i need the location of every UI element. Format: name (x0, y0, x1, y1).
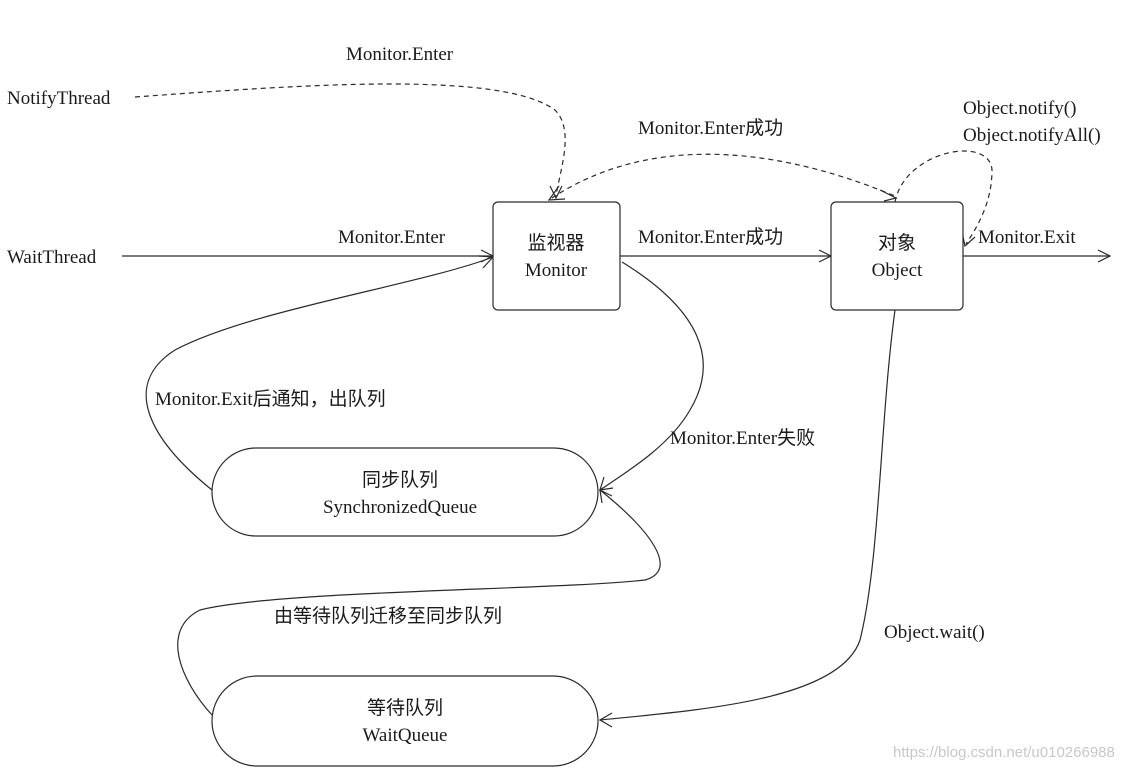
wait-queue-node-subtitle: WaitQueue (363, 725, 448, 746)
wait-thread-label: WaitThread (7, 247, 97, 268)
exit-label: Monitor.Exit (978, 227, 1076, 248)
migrate-label: 由等待队列迁移至同步队列 (274, 605, 502, 627)
sync-queue-node (211, 447, 599, 537)
wait-queue-node (211, 675, 599, 767)
notify-thread-label: NotifyThread (7, 88, 111, 109)
wait-queue-to-sync-queue-edge (177, 489, 661, 716)
monitor-object-dashed-arc (551, 153, 896, 199)
enter-fail-label: Monitor.Enter失败 (670, 427, 815, 449)
wait-to-sync-arrowhead (599, 488, 613, 504)
monitor-node (492, 201, 621, 311)
object-node-title: 对象 (878, 232, 916, 254)
monitor-arc-arrowhead (547, 185, 566, 201)
notify-call-label: Object.notify() (963, 98, 1076, 119)
sync-queue-to-monitor-edge (145, 256, 494, 491)
object-node-subtitle: Object (872, 260, 923, 281)
notify-enter-label: Monitor.Enter (346, 44, 454, 65)
wait-enter-label: Monitor.Enter (338, 227, 446, 248)
object-self-loop-arrowhead (961, 231, 976, 248)
wait-queue-node-title: 等待队列 (367, 697, 443, 719)
object-node (830, 201, 964, 311)
watermark: https://blog.csdn.net/u010266988 (893, 744, 1115, 761)
sync-queue-node-title: 同步队列 (362, 469, 438, 491)
object-to-wait-queue-edge (599, 309, 896, 721)
object-notify-self-loop (894, 150, 993, 245)
object-exit-arrowhead (1097, 249, 1112, 263)
sync-queue-node-subtitle: SynchronizedQueue (323, 497, 477, 518)
monitor-node-title: 监视器 (527, 232, 584, 254)
monitor-to-sync-queue-edge (599, 261, 704, 491)
notify-thread-arrowhead (549, 185, 563, 200)
enter-success-mid-label: Monitor.Enter成功 (638, 226, 783, 248)
monitor-node-subtitle: Monitor (525, 260, 588, 281)
enter-success-top-label: Monitor.Enter成功 (638, 117, 783, 139)
object-to-wait-arrowhead (598, 712, 613, 728)
notify-thread-to-monitor-edge (134, 83, 566, 197)
exit-notify-dequeue-label: Monitor.Exit后通知，出队列 (155, 388, 386, 410)
notify-all-call-label: Object.notifyAll() (963, 125, 1101, 146)
wait-call-label: Object.wait() (884, 622, 985, 643)
